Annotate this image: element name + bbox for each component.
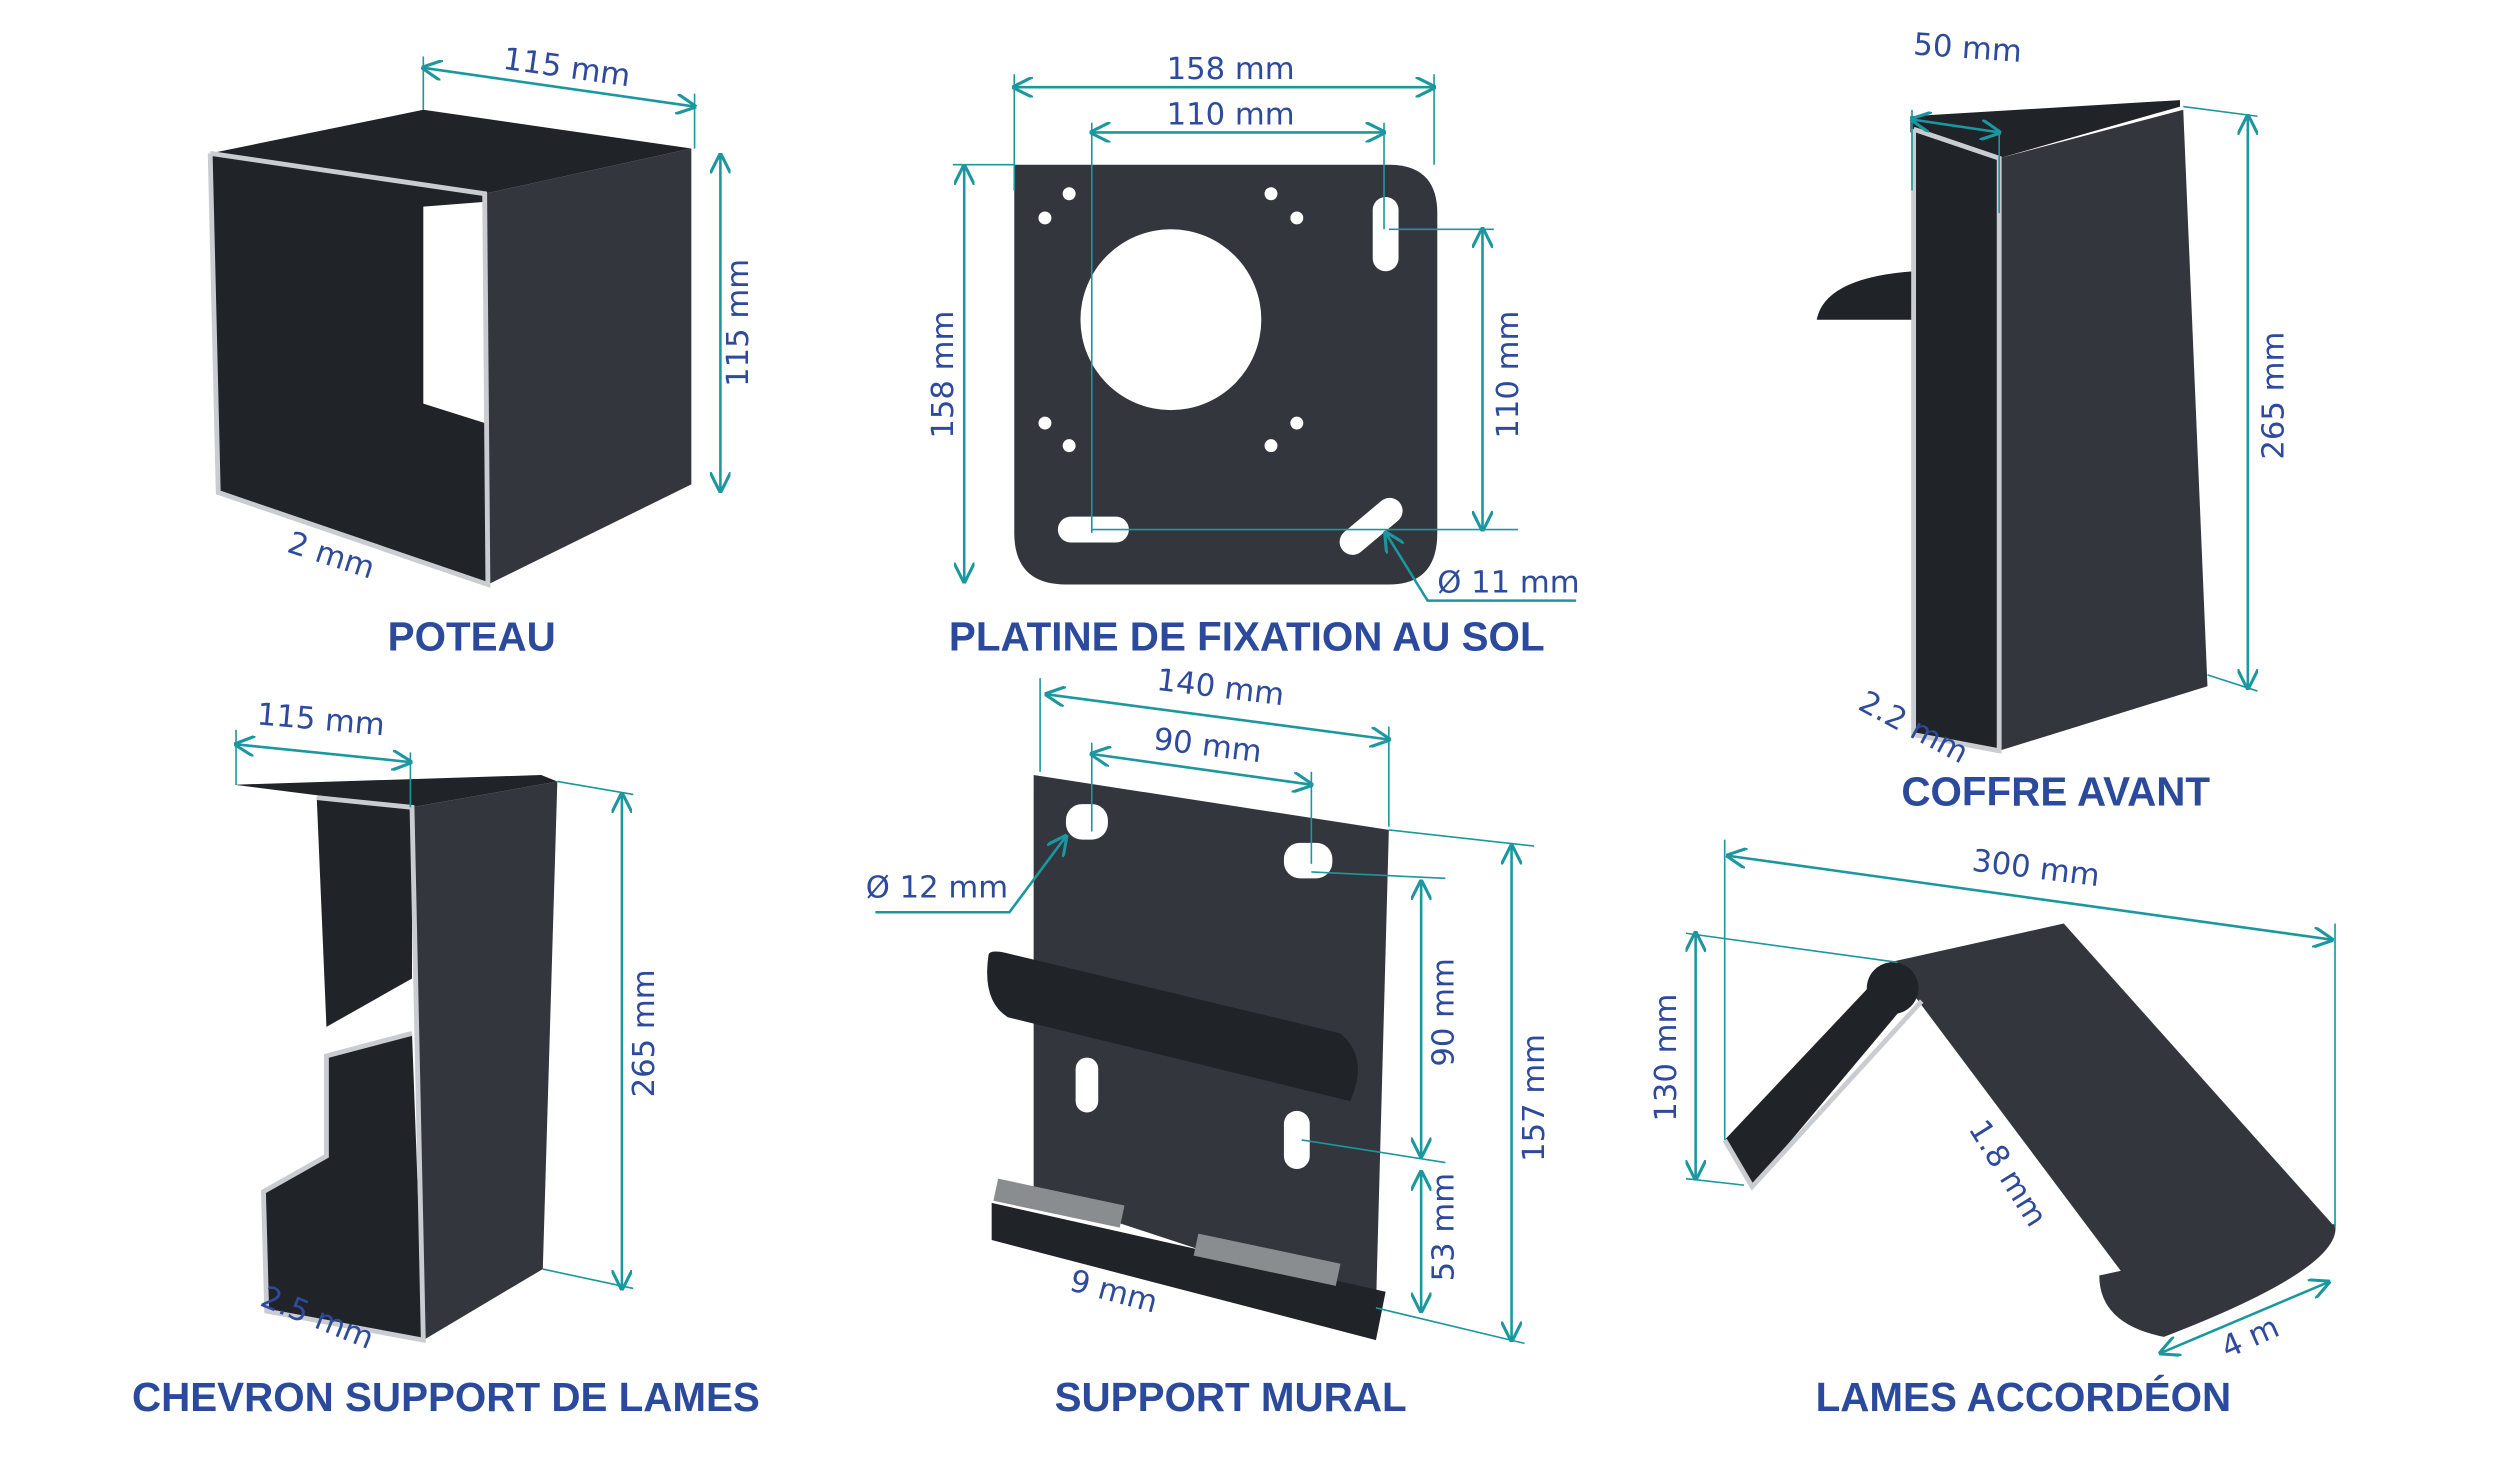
chevron-figure: 115 mm 265 mm 2.5 mm [234,697,662,1357]
support-title: SUPPORT MURAL [1055,1374,1407,1420]
lames-figure: 300 mm 130 mm 1.8 mm 4 m [1649,839,2336,1366]
lames-width-label: 300 mm [1970,844,2101,894]
support-outer-width-label: 140 mm [1155,663,1286,713]
chevron-title: CHEVRON SUPPORT DE LAMES [132,1374,760,1420]
support-hole-label: Ø 12 mm [866,871,1008,906]
lames-height-label: 130 mm [1649,994,1684,1122]
platine-inner-width-label: 110 mm [1167,97,1295,132]
support-hole-spacing-label: 90 mm [1426,958,1461,1066]
poteau-figure: 115 mm 115 mm 2 mm [207,42,756,588]
coffre-title: COFFRE AVANT [1901,769,2210,815]
coffre-height-label: 265 mm [2256,332,2291,460]
support-lower-height-label: 53 mm [1426,1173,1461,1281]
poteau-title: POTEAU [388,614,556,660]
platine-inner-height-label: 110 mm [1491,311,1526,439]
lames-length-label: 4 m [2216,1310,2284,1366]
platine-hole-label: Ø 11 mm [1437,566,1579,601]
poteau-width-label: 115 mm [501,42,633,94]
coffre-width-label: 50 mm [1912,27,2023,69]
support-figure: 140 mm 90 mm Ø 12 mm 90 mm 157 mm 53 mm … [866,663,1552,1345]
platine-outer-height-label: 158 mm [926,311,961,439]
lames-title: LAMES ACCORDÉON [1816,1374,2232,1420]
chevron-height-label: 265 mm [627,969,662,1097]
support-inner-width-label: 90 mm [1152,722,1264,770]
coffre-figure: 50 mm 265 mm 2.2 mm [1816,27,2291,771]
platine-figure: 158 mm 110 mm 158 mm 110 mm Ø 11 mm [926,52,1580,602]
platine-outer-width-label: 158 mm [1167,52,1295,87]
chevron-width-label: 115 mm [256,697,387,743]
support-height-label: 157 mm [1517,1034,1552,1162]
poteau-height-label: 115 mm [721,259,756,387]
platine-title: PLATINE DE FIXATION AU SOL [949,614,1545,660]
